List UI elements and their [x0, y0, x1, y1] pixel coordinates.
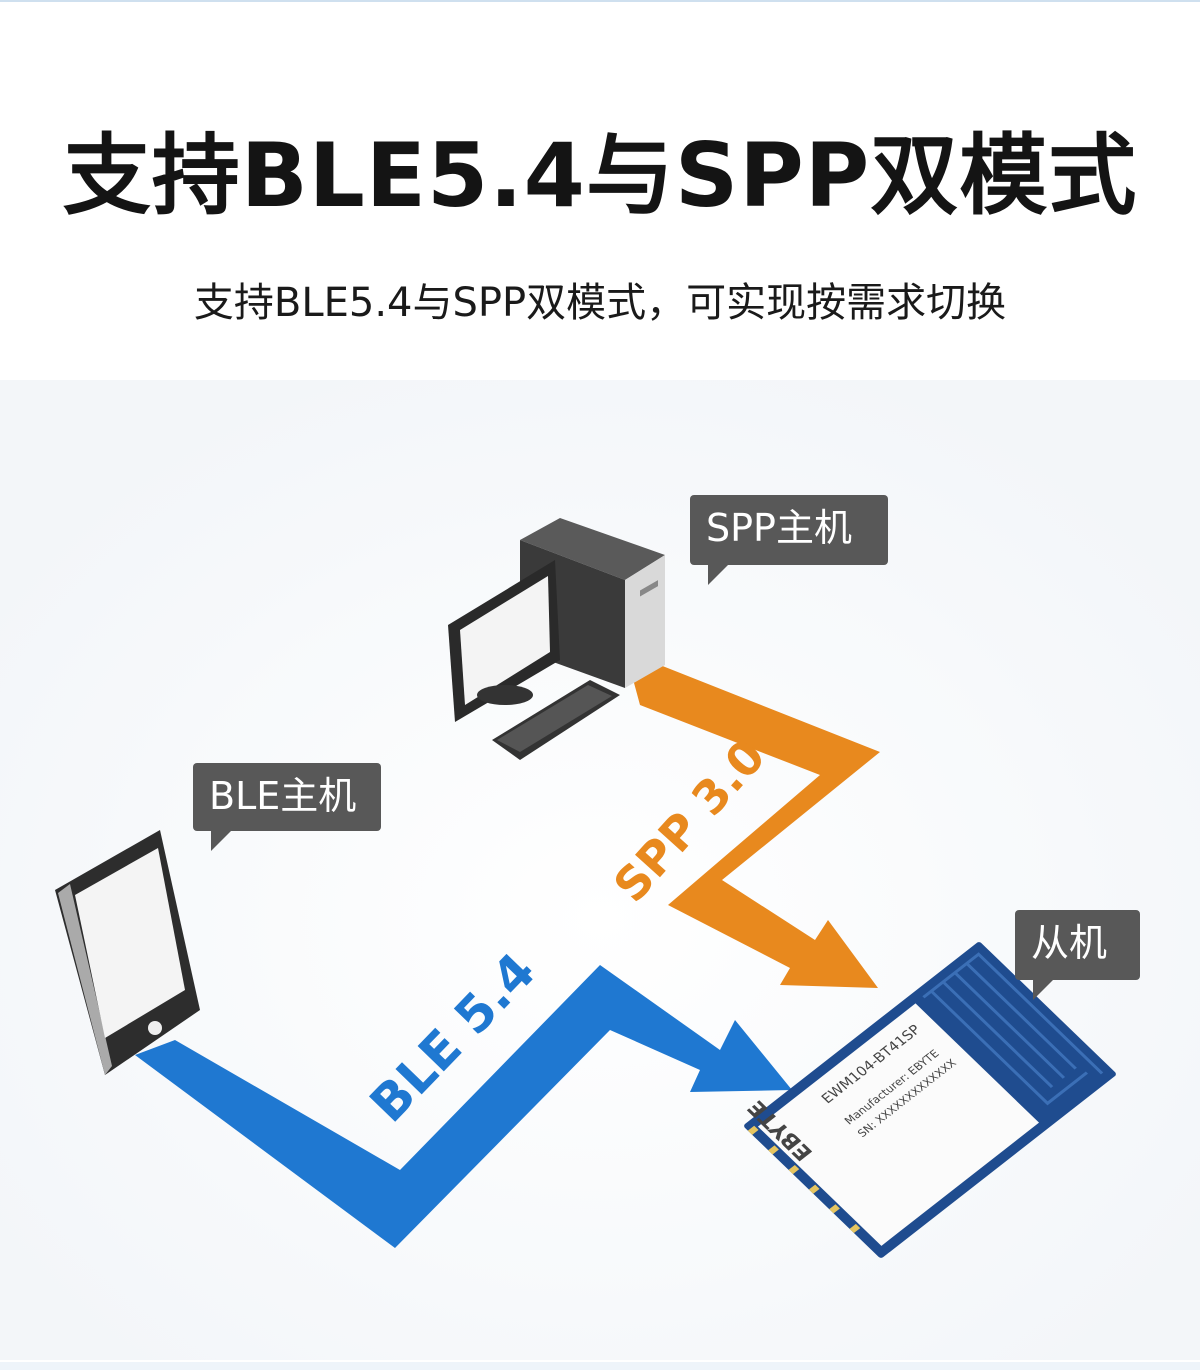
spp-link-arrow	[630, 665, 880, 988]
bottom-divider	[0, 1362, 1200, 1370]
diagram-background	[0, 380, 1200, 1360]
ble-link-arrow	[135, 965, 792, 1248]
spp-host-label: SPP主机	[690, 495, 888, 585]
tablet-host-icon	[55, 830, 200, 1075]
top-divider	[0, 0, 1200, 2]
page-subtitle: 支持BLE5.4与SPP双模式，可实现按需求切换	[193, 280, 1007, 326]
page-title: 支持BLE5.4与SPP双模式	[62, 124, 1138, 227]
slave-label: 从机	[1015, 910, 1140, 1000]
pc-host-icon	[448, 518, 665, 760]
ble-module: EBYTE EWM104-BT41SP Manufacturer: EBYTE …	[742, 942, 1116, 1258]
ble-host-label: BLE主机	[193, 763, 381, 851]
